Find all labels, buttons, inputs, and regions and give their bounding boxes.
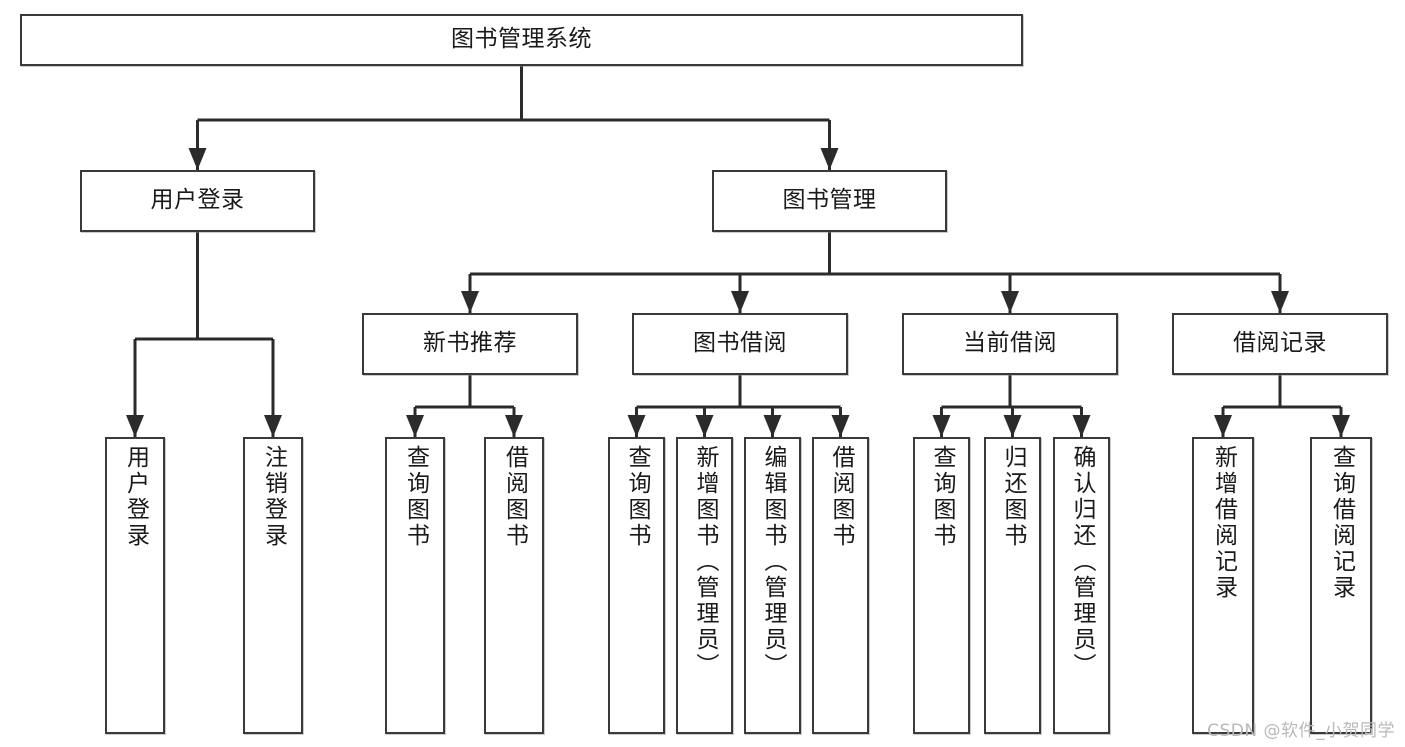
node-label: 图书管理 [782,187,877,214]
node-label: 图书借阅 [693,330,787,357]
node-leaf-13[interactable]: 查询借阅记录 [1310,437,1372,734]
node-label: 查询图书 [402,445,429,549]
node-leaf-4[interactable]: 借阅图书 [484,437,544,734]
node-label: 新增借阅记录 [1210,445,1237,601]
node-label: 查询图书 [929,445,955,549]
node-label: 用户登录 [150,187,245,214]
node-leaf-8[interactable]: 借阅图书 [812,437,869,734]
node-label: 借阅记录 [1233,330,1327,357]
node-label: 借阅图书 [828,445,854,549]
node-l1-a[interactable]: 用户登录 [80,170,315,232]
node-label: 确认归还（管理员） [1069,445,1095,679]
node-l2-d[interactable]: 借阅记录 [1172,313,1388,375]
node-label: 归还图书 [1000,445,1026,549]
node-leaf-6[interactable]: 新增图书（管理员） [676,437,733,734]
node-l2-b[interactable]: 图书借阅 [632,313,848,375]
node-label: 查询借阅记录 [1328,445,1355,601]
node-leaf-5[interactable]: 查询图书 [608,437,665,734]
node-leaf-7[interactable]: 编辑图书（管理员） [744,437,801,734]
node-label: 用户登录 [122,445,149,549]
node-leaf-11[interactable]: 确认归还（管理员） [1053,437,1110,734]
node-label: 注销登录 [260,445,287,549]
node-leaf-1[interactable]: 用户登录 [105,437,165,734]
node-label: 当前借阅 [963,330,1057,357]
node-leaf-2[interactable]: 注销登录 [243,437,303,734]
node-leaf-10[interactable]: 归还图书 [984,437,1041,734]
node-root[interactable]: 图书管理系统 [20,14,1023,66]
node-l2-c[interactable]: 当前借阅 [902,313,1118,375]
node-label: 新增图书（管理员） [692,445,718,679]
node-label: 图书管理系统 [451,26,592,53]
csdn-watermark: CSDN @软件_小贺同学 [1207,721,1395,741]
node-label: 新书推荐 [423,330,517,357]
node-l2-a[interactable]: 新书推荐 [362,313,578,375]
node-label: 编辑图书（管理员） [760,445,786,679]
node-leaf-9[interactable]: 查询图书 [913,437,970,734]
node-leaf-12[interactable]: 新增借阅记录 [1192,437,1254,734]
node-label: 借阅图书 [501,445,528,549]
node-leaf-3[interactable]: 查询图书 [385,437,445,734]
node-label: 查询图书 [624,445,650,549]
node-l1-b[interactable]: 图书管理 [712,170,947,232]
